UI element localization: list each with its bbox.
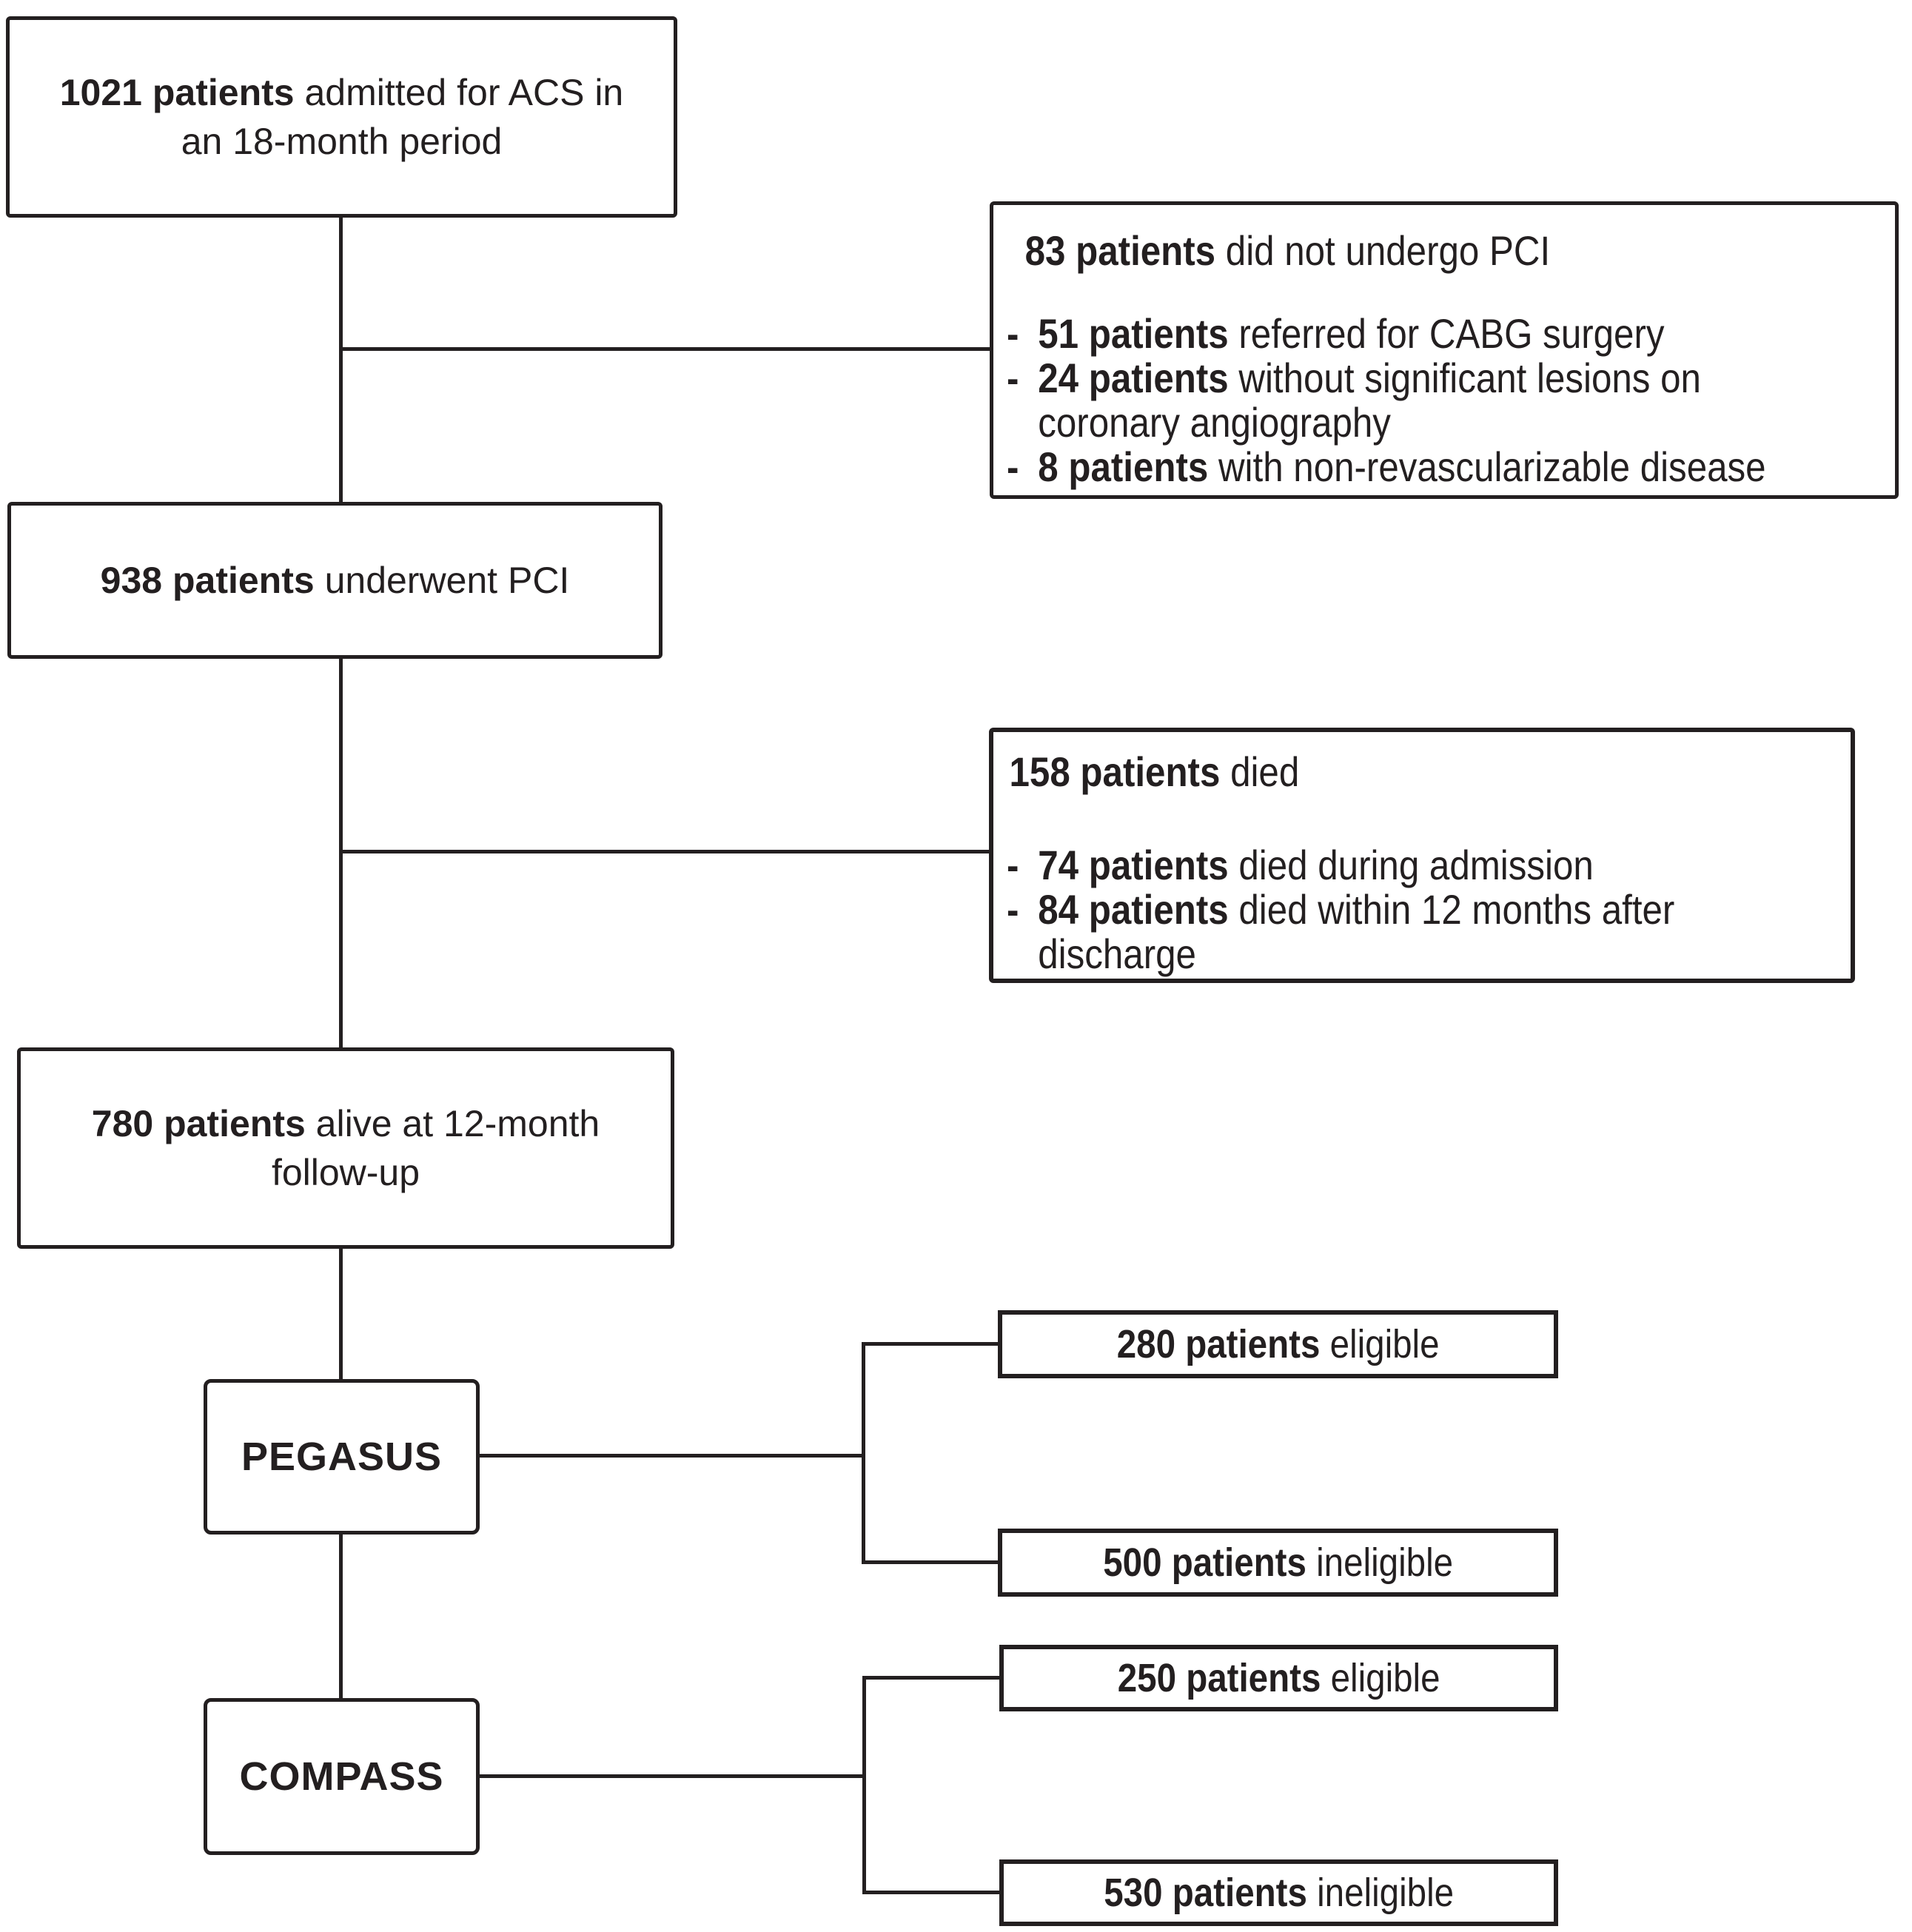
- bullet-dash: -: [1007, 886, 1019, 933]
- admitted-count: 1021 patients: [59, 72, 295, 113]
- pegasus-eligible-text: 280 patients eligible: [1116, 1322, 1440, 1366]
- box-pegasus-ineligible: 500 patients ineligible: [998, 1529, 1558, 1597]
- list-item-continuation: coronary angiography: [1038, 399, 1391, 446]
- bullet-dash: -: [1007, 310, 1019, 357]
- connector-pegasus-out: [478, 1454, 865, 1458]
- connector-compass-branch-vertical: [862, 1676, 866, 1894]
- bullet-dash: -: [1007, 443, 1019, 490]
- box-no-pci: 83 patients did not undergo PCI - 51 pat…: [990, 201, 1899, 499]
- compass-eligible-text: 250 patients eligible: [1117, 1656, 1440, 1700]
- bullet-dash: -: [1007, 355, 1019, 401]
- admitted-line1: 1021 patients admitted for ACS in: [59, 72, 624, 113]
- connector-compass-out: [478, 1774, 865, 1778]
- connector-alive-to-pegasus: [339, 1249, 343, 1381]
- list-item: - 84 patients died within 12 months afte…: [1007, 888, 1873, 976]
- box-underwent-pci-text: 938 patients underwent PCI: [100, 560, 570, 601]
- connector-compass-to-eligible: [862, 1676, 1001, 1680]
- alive-count: 780 patients: [91, 1103, 306, 1144]
- alive-line2: follow-up: [271, 1152, 420, 1193]
- box-died-text: 158 patients died - 74 patients died dur…: [1007, 750, 1873, 976]
- underwent-count: 938 patients: [100, 560, 315, 601]
- box-admitted-text: 1021 patients admitted for ACS in an 18-…: [10, 20, 674, 214]
- box-died: 158 patients died - 74 patients died dur…: [989, 728, 1855, 983]
- connector-pegasus-branch-vertical: [862, 1342, 865, 1564]
- connector-pegasus-to-ineligible: [862, 1560, 999, 1564]
- box-underwent-pci: 938 patients underwent PCI: [7, 502, 663, 659]
- died-title: 158 patients died: [1009, 748, 1300, 795]
- no-pci-title: 83 patients did not undergo PCI: [1024, 227, 1551, 274]
- list-item: - 74 patients died during admission: [1007, 842, 1594, 888]
- list-item: - 51 patients referred for CABG surgery: [1007, 310, 1665, 357]
- connector-branch-to-no-pci-box: [339, 347, 991, 351]
- connector-pegasus-to-compass: [339, 1533, 343, 1700]
- box-no-pci-text: 83 patients did not undergo PCI - 51 pat…: [1007, 229, 1873, 489]
- box-pegasus-eligible: 280 patients eligible: [998, 1310, 1558, 1378]
- alive-line1: 780 patients alive at 12-month: [91, 1103, 600, 1144]
- no-pci-count: 83 patients: [1024, 227, 1216, 274]
- connector-branch-to-died-box: [339, 850, 990, 853]
- compass-label: COMPASS: [239, 1754, 444, 1799]
- box-compass-eligible: 250 patients eligible: [999, 1645, 1558, 1711]
- list-item: - 8 patients with non-revascularizable d…: [1007, 443, 1766, 490]
- pegasus-label: PEGASUS: [241, 1435, 443, 1479]
- bullet-dash: -: [1007, 842, 1019, 888]
- box-pegasus: PEGASUS: [204, 1379, 480, 1534]
- compass-ineligible-text: 530 patients ineligible: [1104, 1871, 1454, 1915]
- box-compass: COMPASS: [204, 1698, 480, 1855]
- box-compass-ineligible: 530 patients ineligible: [999, 1859, 1558, 1926]
- died-count: 158 patients: [1009, 748, 1221, 795]
- connector-compass-to-ineligible: [862, 1891, 1001, 1894]
- admitted-line2: an 18-month period: [181, 121, 503, 162]
- box-alive-text: 780 patients alive at 12-month follow-up: [21, 1051, 671, 1245]
- pegasus-ineligible-text: 500 patients ineligible: [1103, 1540, 1453, 1585]
- connector-admitted-to-underwent: [339, 218, 343, 505]
- list-item: - 24 patients without significant lesion…: [1007, 356, 1873, 445]
- box-admitted: 1021 patients admitted for ACS in an 18-…: [6, 16, 677, 218]
- list-item-continuation: discharge: [1038, 930, 1196, 977]
- connector-pegasus-to-eligible: [862, 1342, 999, 1346]
- box-alive: 780 patients alive at 12-month follow-up: [17, 1047, 674, 1249]
